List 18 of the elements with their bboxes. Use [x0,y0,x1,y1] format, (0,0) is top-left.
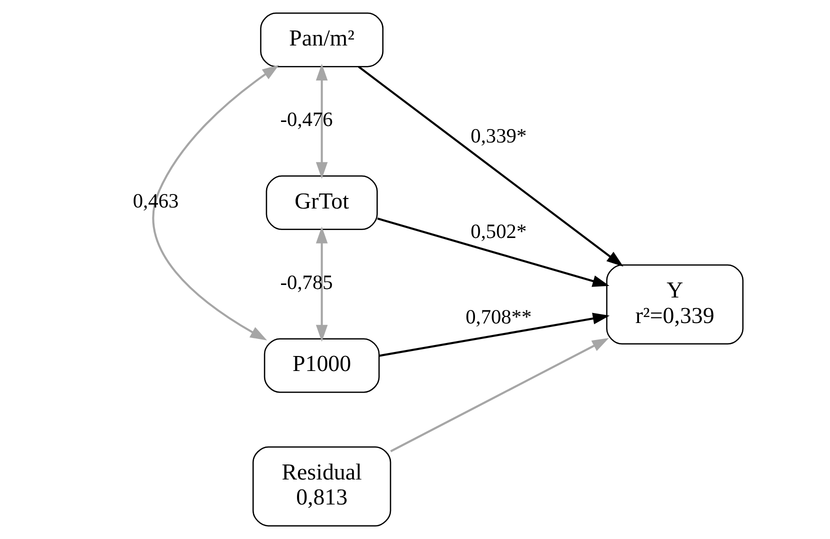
arrow [152,64,280,340]
edge-label: -0,476 [280,109,333,132]
node-box: GrTot [266,175,378,230]
edge-label: 0,339* [470,126,527,148]
edge-label: 0,708** [466,306,532,328]
arrow [390,338,609,452]
node-box: Pan/m² [260,12,384,68]
edge-label: -0,785 [280,272,333,294]
edge-label: 0,463 [132,190,179,213]
arrow [316,226,328,342]
arrow [358,66,624,267]
arrow [379,312,610,357]
node-box: Residual 0,813 [252,446,392,526]
arrow [316,64,328,179]
arrow [377,218,610,287]
node-box: P1000 [264,338,380,393]
node-box: Y r²=0,339 [606,264,744,345]
edge-label: 0,502* [470,221,527,244]
